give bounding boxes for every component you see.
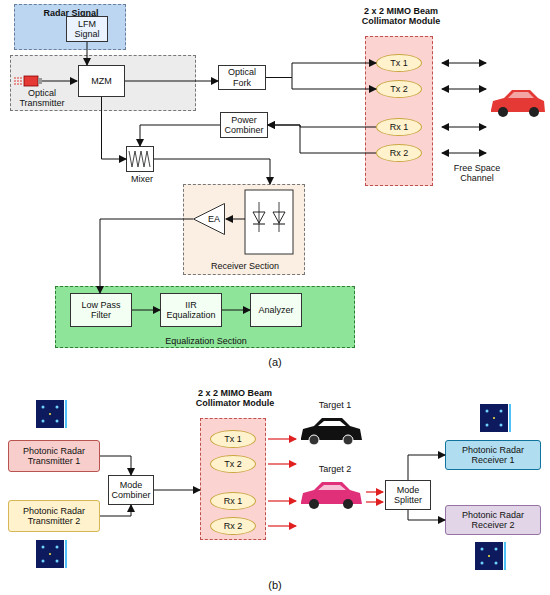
process-box: Optical Fork: [218, 65, 266, 90]
node-text: Tx 1: [223, 434, 243, 444]
red-beam-arrows: [268, 439, 383, 526]
process-box: IIR Equalization: [160, 293, 222, 327]
node-text: Optical Fork: [219, 67, 265, 87]
photodiode-to-ea-wire: [226, 219, 245, 220]
photodiode-symbol: [245, 190, 293, 254]
modulator-box: MZM: [78, 65, 125, 97]
node-text: Photonic Radar Receiver 1: [446, 445, 540, 465]
node-text: Tx 2: [389, 84, 409, 94]
node-text: Tx 1: [389, 58, 409, 68]
receiver-box: Photonic Radar Receiver 2: [445, 505, 541, 535]
signal-connector: [125, 81, 218, 82]
black-car: [301, 418, 362, 445]
node-text: Photonic Radar Transmitter 2: [9, 506, 99, 526]
pink-car: [301, 482, 362, 509]
port-oval: Rx 1: [376, 118, 422, 136]
red-car: [491, 90, 545, 117]
node-text: Mixer: [116, 174, 168, 184]
node-text: Rx 2: [389, 148, 410, 158]
free-space-arrows: [442, 63, 486, 153]
constellation-plot: [36, 400, 67, 428]
node-text: LFM Signal: [67, 19, 107, 39]
collimator-module: 2 x 2 MIMO Beam Collimator ModuleTx 1Tx …: [365, 36, 433, 186]
node-text: Rx 2: [223, 521, 244, 531]
port-oval: Rx 2: [376, 144, 422, 162]
node-text: Equalization Section: [56, 336, 356, 346]
signal-connector: [154, 159, 270, 184]
collimator-module: 2 x 2 MIMO Beam Collimator ModuleTx 1Tx …: [200, 418, 266, 540]
process-box: Analyzer: [250, 293, 302, 327]
signal-connector: [408, 510, 445, 520]
constellation-plot: [36, 540, 67, 568]
port-oval: Tx 1: [210, 430, 256, 448]
node-text: EA: [207, 214, 221, 224]
node-text: Mode Combiner: [109, 480, 153, 500]
signal-connector: [268, 125, 376, 153]
channel-label: Free Space Channel: [446, 163, 508, 183]
signal-connector: [100, 456, 131, 475]
target-label: Target 1: [305, 400, 365, 410]
signal-connector: [222, 310, 250, 311]
signal-box: LFM Signal: [66, 16, 108, 42]
transmitter-box: Photonic Radar Transmitter 1: [8, 440, 100, 472]
signal-connector: [87, 42, 88, 65]
signal-band: Radar SignalLFM Signal: [14, 4, 126, 50]
panel-label: (a): [255, 356, 295, 368]
port-oval: Tx 2: [376, 80, 422, 98]
node-text: Optical Transmitter: [13, 88, 71, 108]
signal-connector: [100, 505, 131, 516]
mixer-symbol: [129, 151, 150, 167]
signal-connector: [100, 219, 193, 293]
process-box: Mode Splitter: [385, 480, 431, 510]
laser-symbol: [14, 76, 42, 86]
node-text: MZM: [90, 76, 113, 86]
receiver-box: Photonic Radar Receiver 1: [445, 440, 541, 470]
node-text: Photonic Radar Receiver 2: [446, 510, 540, 530]
signal-connector: [140, 125, 220, 146]
port-oval: Tx 1: [376, 54, 422, 72]
process-box: Low Pass Filter: [70, 293, 132, 327]
node-text: Tx 2: [223, 459, 243, 469]
node-text: Rx 1: [389, 122, 410, 132]
constellation-plot: [475, 542, 506, 570]
amplifier-triangle: EA: [193, 203, 225, 235]
port-oval: Tx 2: [210, 455, 256, 473]
node-text: Photonic Radar Transmitter 1: [9, 446, 99, 466]
triangle-shape: [194, 204, 225, 235]
node-text: Low Pass Filter: [71, 300, 131, 320]
equalization-band: Equalization Section Low Pass Filter IIR E…: [55, 286, 355, 348]
signal-connector: [266, 78, 376, 90]
transmitter-box: Photonic Radar Transmitter 2: [8, 500, 100, 532]
node-text: 2 x 2 MIMO Beam Collimator Module: [179, 388, 291, 408]
node-text: Power Combiner: [221, 115, 267, 135]
process-box: Mode Combiner: [108, 475, 154, 505]
constellation-plot: [480, 404, 511, 432]
signal-connector: [266, 63, 376, 78]
laser-to-mzm-wire: [42, 81, 77, 82]
node-text: Mode Splitter: [386, 485, 430, 505]
node-text: Receiver Section: [184, 261, 306, 271]
signal-connector: [102, 97, 127, 159]
node-text: 2 x 2 MIMO Beam Collimator Module: [344, 6, 458, 26]
target-label: Target 2: [305, 464, 365, 474]
process-box: Power Combiner: [220, 112, 268, 138]
panel-label: (b): [255, 579, 295, 591]
port-oval: Rx 2: [210, 517, 256, 535]
signal-connector: [154, 490, 200, 491]
signal-connector: [408, 455, 445, 480]
node-text: IIR Equalization: [161, 300, 221, 320]
node-text: Analyzer: [257, 305, 294, 315]
node-text: Rx 1: [223, 496, 244, 506]
signal-connector: [132, 310, 160, 311]
port-oval: Rx 1: [210, 492, 256, 510]
